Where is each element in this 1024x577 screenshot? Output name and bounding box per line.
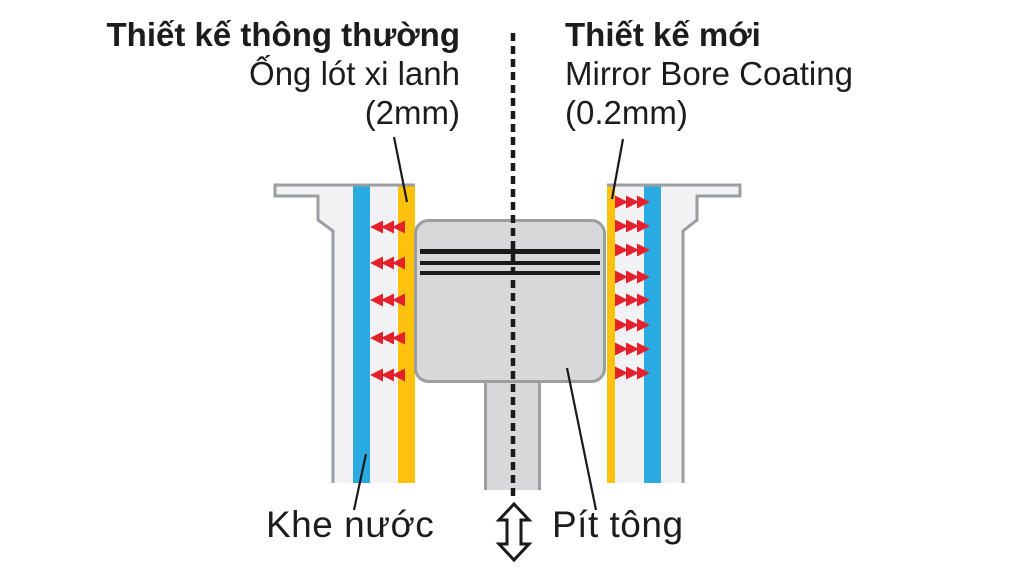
heat-arrows-left [370, 220, 405, 382]
left-design-subtitle: Ống lót xi lanh [249, 55, 460, 92]
right-design-thickness: (0.2mm) [565, 94, 688, 131]
heat-arrowhead [626, 243, 639, 257]
heat-arrowhead [381, 256, 394, 270]
left-design-title: Thiết kế thông thường [106, 16, 460, 53]
heat-arrowhead [615, 219, 628, 233]
piston-ring-2 [420, 261, 600, 265]
heat-arrowhead [637, 318, 650, 332]
heat-arrowhead [370, 331, 383, 345]
right-design-subtitle: Mirror Bore Coating [565, 55, 853, 92]
piston-rings [420, 249, 600, 275]
heat-arrowhead [392, 220, 405, 234]
heat-arrowhead [637, 270, 650, 284]
piston-ring-3 [420, 271, 600, 275]
heat-arrowhead [370, 368, 383, 382]
mirror-bore-coating-stripe [607, 185, 615, 483]
heat-arrowhead [615, 293, 628, 307]
heat-arrowhead [626, 293, 639, 307]
heat-arrowhead [392, 293, 405, 307]
heat-arrowhead [370, 256, 383, 270]
heat-arrowhead [381, 368, 394, 382]
piston-ring-1 [420, 249, 600, 254]
heat-arrowhead [370, 220, 383, 234]
leader-line-coating [610, 138, 625, 200]
right-block-fill [607, 185, 740, 483]
heat-arrowhead [637, 219, 650, 233]
water-jacket-right-stripe [644, 185, 661, 483]
heat-arrowhead [392, 368, 405, 382]
heat-arrowhead [637, 195, 650, 209]
piston-label: Pít tông [552, 504, 684, 545]
heat-arrowhead [626, 366, 639, 380]
heat-arrowhead [392, 331, 405, 345]
heat-arrowhead [626, 342, 639, 356]
heat-arrowhead [637, 366, 650, 380]
right-block-outline [607, 183, 742, 483]
heat-arrowhead [615, 342, 628, 356]
heat-arrows-right [615, 195, 650, 380]
heat-arrowhead [381, 331, 394, 345]
heat-arrowhead [615, 270, 628, 284]
heat-arrowhead [615, 318, 628, 332]
heat-arrowhead [626, 270, 639, 284]
leader-line-liner [392, 136, 409, 203]
piston [414, 219, 606, 383]
connecting-rod [484, 381, 541, 490]
heat-arrowhead [370, 293, 383, 307]
heat-arrowhead [637, 342, 650, 356]
right-cylinder-block [607, 183, 742, 483]
heat-arrowhead [615, 366, 628, 380]
heat-arrowhead [637, 293, 650, 307]
heat-arrowhead [637, 243, 650, 257]
heat-arrowhead [381, 293, 394, 307]
water-jacket-label: Khe nước [266, 504, 435, 545]
left-design-thickness: (2mm) [364, 94, 460, 131]
leader-line-piston [565, 367, 598, 511]
left-block-outline [273, 183, 415, 483]
right-design-heading: Thiết kế mới Mirror Bore Coating (0.2mm) [565, 15, 853, 132]
heat-arrowhead [626, 219, 639, 233]
heat-arrowhead [392, 256, 405, 270]
heat-arrowhead [615, 243, 628, 257]
heat-arrowhead [626, 318, 639, 332]
heat-arrowhead [615, 195, 628, 209]
left-design-heading: Thiết kế thông thường Ống lót xi lanh (2… [0, 15, 460, 132]
heat-arrowhead [381, 220, 394, 234]
water-jacket-left-stripe [353, 185, 370, 483]
piston-motion-arrow [495, 501, 533, 563]
heat-arrowhead [626, 195, 639, 209]
piston-body [414, 219, 606, 383]
right-design-title: Thiết kế mới [565, 16, 761, 53]
leader-line-water-jacket [352, 453, 368, 511]
